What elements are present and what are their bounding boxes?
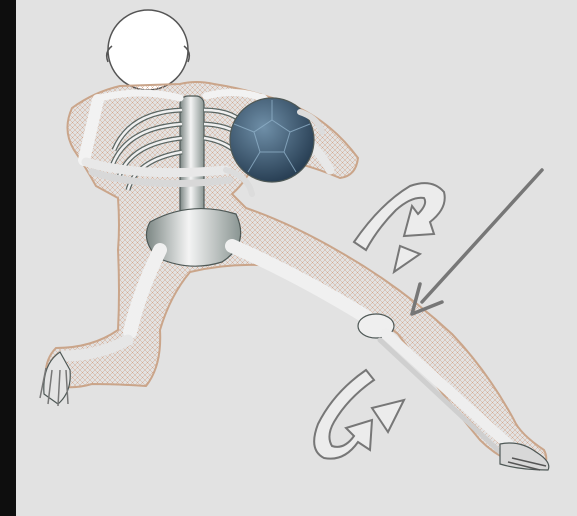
skeleton [40,92,549,470]
head [108,10,188,90]
right-foot [500,443,549,470]
body-outline [46,10,547,468]
lower-rotation-arrow-icon [314,370,404,459]
upper-rotation-arrow-icon [354,183,445,272]
